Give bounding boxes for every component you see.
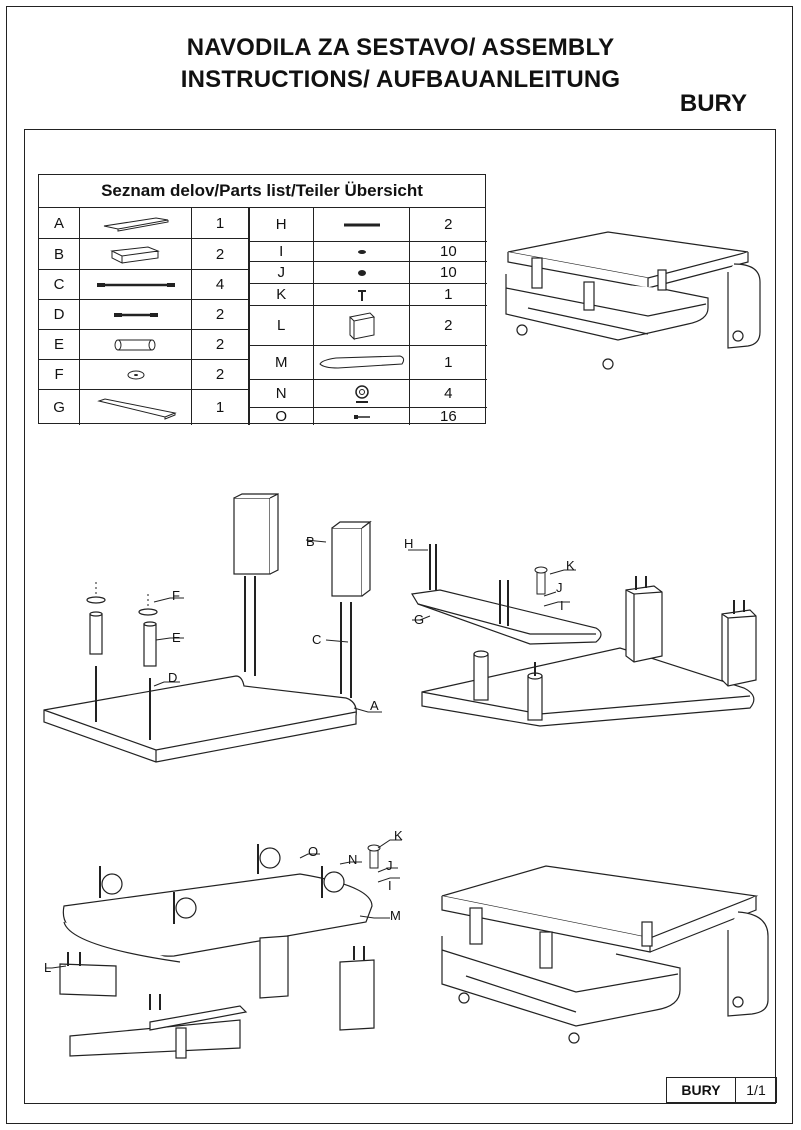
part-row: I 10 [249,242,487,262]
finished-table-preview [505,231,761,370]
part-row: K 1 [249,284,487,306]
part-qty: 4 [444,385,453,402]
part-row: B 2 [39,239,248,270]
tube-icon [80,330,193,359]
part-row: N 4 [249,380,487,408]
step3-label-k: K [394,828,403,843]
part-qty: 10 [439,243,457,260]
part-row: G 1 [39,390,248,425]
step3-label-i: I [388,878,392,893]
shelf-panel-icon [80,390,193,425]
part-row: H 2 [249,208,487,242]
nut-icon [314,262,410,283]
part-row: E 2 [39,330,248,360]
part-letter: N [249,380,315,407]
part-letter: M [249,346,315,379]
part-letter: F [39,360,81,389]
step1-label-f: F [172,588,180,603]
step3-label-j: J [386,858,393,873]
curved-panel-icon [314,346,410,379]
part-qty: 1 [444,354,453,371]
part-qty: 16 [439,408,457,425]
part-letter: A [39,208,81,238]
connector-bolt-icon [314,208,410,241]
tabletop-panel-icon [80,208,193,238]
caster-wheel-icon [314,380,410,407]
part-qty: 2 [444,317,453,334]
step1-label-b: B [306,534,315,549]
parts-table: Seznam delov/Parts list/Teiler Übersicht… [38,174,487,425]
part-row: J 10 [249,262,487,284]
part-letter: H [249,208,315,241]
step2-label-h: H [404,536,413,551]
part-letter: G [39,390,81,425]
part-row: D 2 [39,300,248,330]
allen-key-icon [314,284,410,305]
step3-label-n: N [348,852,357,867]
part-qty: 2 [215,245,225,263]
part-qty: 1 [215,399,225,416]
title-line-2: INSTRUCTIONS/ AUFBAUANLEITUNG [180,66,621,93]
part-row: A 1 [39,208,248,239]
step2-label-i: I [560,598,564,613]
footer-page: 1/1 [746,1082,766,1098]
small-washer-icon [314,242,410,261]
step1-label-c: C [312,632,321,647]
part-qty: 2 [444,216,453,233]
support-block-icon [314,306,410,345]
title-line-1: NAVODILA ZA SESTAVO/ ASSEMBLY [186,34,615,61]
step2-label-g: G [414,612,424,627]
screw-icon [314,408,410,425]
part-letter: E [39,330,81,359]
step3-label-o: O [308,844,318,859]
parts-table-title: Seznam delov/Parts list/Teiler Übersicht [39,175,485,208]
part-letter: K [249,284,315,305]
step1-label-a: A [370,698,379,713]
content-frame [24,129,776,1104]
part-letter: C [39,270,81,299]
part-letter: I [249,242,315,261]
part-row: F 2 [39,360,248,390]
part-row: M 1 [249,346,487,380]
short-bolt-icon [80,300,193,329]
part-qty: 2 [215,306,225,323]
step2-label-k: K [566,558,575,573]
part-letter: D [39,300,81,329]
step1-label-e: E [172,630,181,645]
step-3-diagram: K O N J I M L [44,828,403,1059]
step-1-diagram: F E D C B A [43,493,382,763]
footer-box: BURY 1/1 [666,1077,777,1103]
step-2-diagram: H K J I G [404,536,757,727]
step3-label-l: L [44,960,51,975]
part-letter: J [249,262,315,283]
side-block-icon [80,239,193,269]
part-letter: L [249,306,315,345]
part-qty: 10 [439,264,457,281]
part-row: C 4 [39,270,248,300]
document-title: NAVODILA ZA SESTAVO/ ASSEMBLY INSTRUCTIO… [0,32,801,96]
part-qty: 2 [215,366,225,383]
step-4-finished-table [441,865,769,1044]
part-qty: 1 [444,286,453,303]
part-letter: O [249,408,315,425]
footer-model: BURY [667,1078,736,1102]
long-bolt-icon [80,270,193,299]
washer-icon [80,360,193,389]
part-letter: B [39,239,81,269]
part-qty: 2 [215,336,225,353]
part-qty: 1 [215,214,225,232]
column-divider [248,208,250,425]
part-row: O 16 [249,408,487,425]
part-qty: 4 [215,276,225,293]
step3-label-m: M [390,908,401,923]
model-name: BURY [679,90,747,117]
page-border [6,6,793,1124]
step2-label-j: J [556,580,563,595]
part-row: L 2 [249,306,487,346]
step1-label-d: D [168,670,177,685]
